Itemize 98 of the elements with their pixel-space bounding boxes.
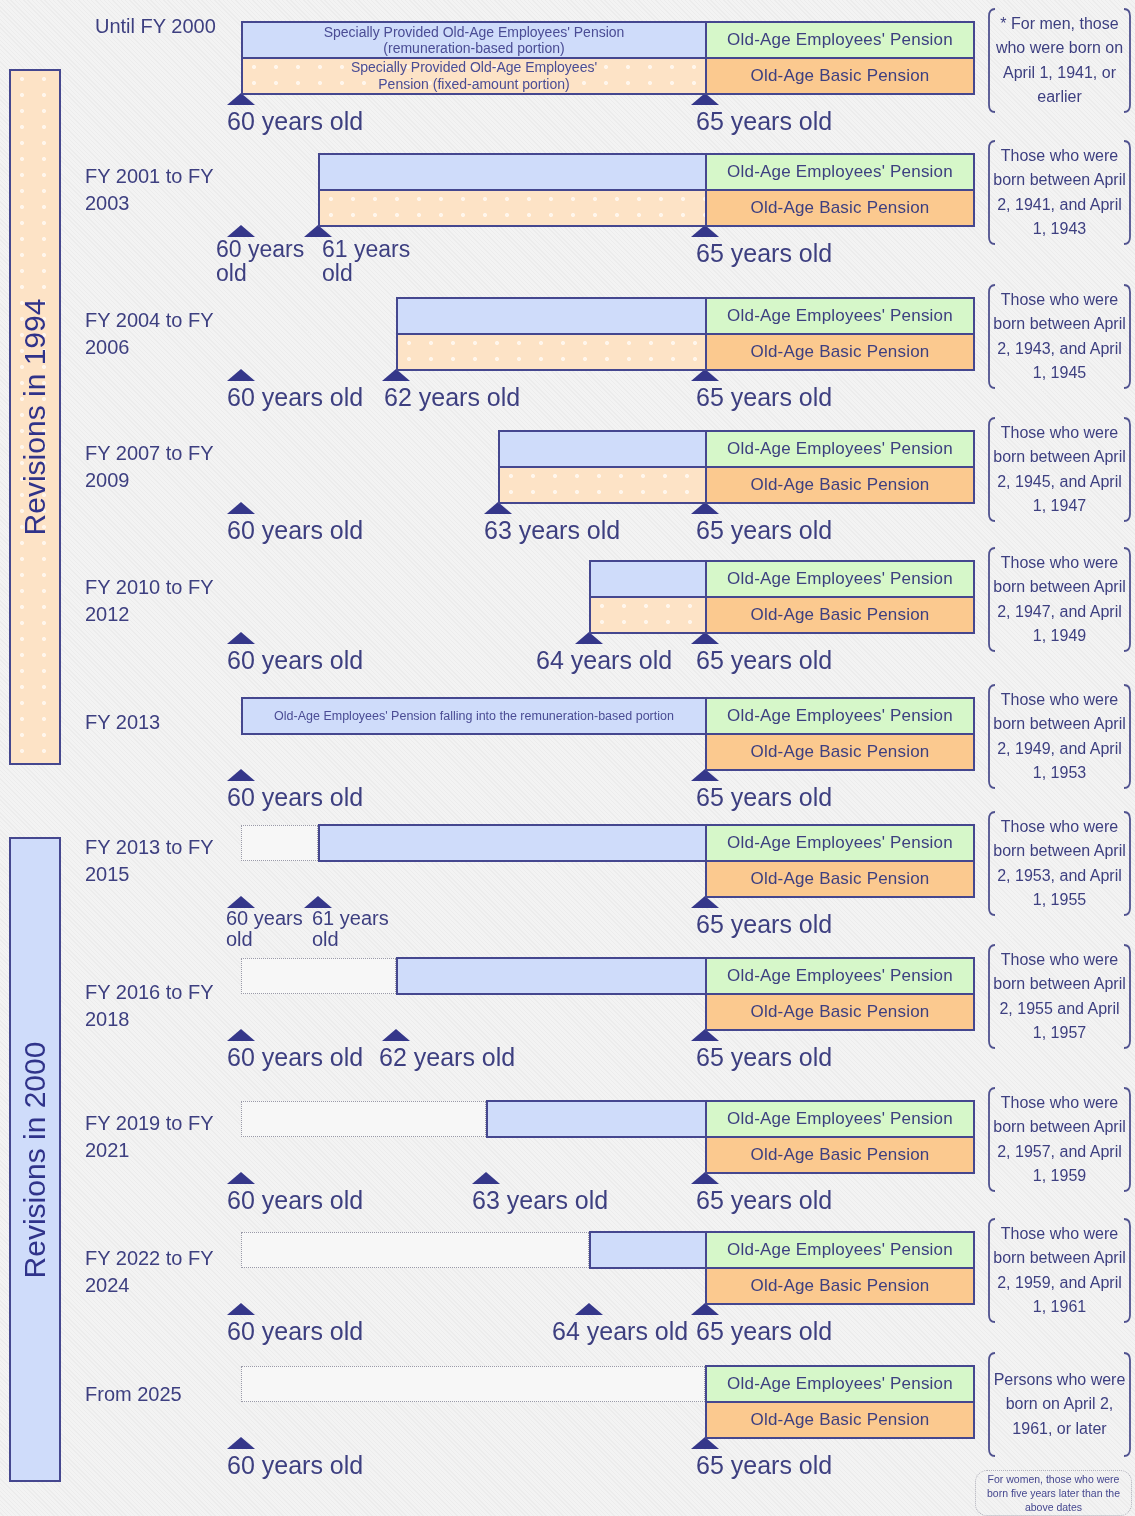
bracketed-note: Those who were born between April 2, 1949, and April 1, 1953 bbox=[987, 684, 1132, 789]
pension-bar bbox=[589, 560, 707, 598]
pension-box: Old-Age Employees' Pension bbox=[705, 1100, 975, 1138]
age-label: 65 years old bbox=[696, 1044, 833, 1071]
age-label: 64 years old bbox=[552, 1318, 689, 1345]
pension-box: Old-Age Employees' Pension bbox=[705, 430, 975, 468]
pension-bar bbox=[396, 333, 707, 371]
band-title: Revisions in 1994 bbox=[18, 298, 52, 536]
age-label: 65 years old bbox=[696, 911, 833, 938]
pension-box: Old-Age Basic Pension bbox=[705, 57, 975, 95]
pension-bar bbox=[498, 430, 707, 468]
pension-bar: Specially Provided Old-Age Employees' Pension (fixed-amount portion) bbox=[241, 57, 707, 95]
pension-bar bbox=[396, 957, 707, 995]
pension-box: Old-Age Basic Pension bbox=[705, 333, 975, 371]
bracketed-note: Persons who were born on April 2, 1961, or later bbox=[987, 1352, 1132, 1457]
age-label: 65 years old bbox=[696, 108, 833, 135]
row-label: FY 2004 to FY 2006 bbox=[85, 308, 215, 360]
age-label: 60 years old bbox=[227, 1187, 364, 1214]
row-label: FY 2022 to FY 2024 bbox=[85, 1246, 215, 1298]
age-label: 60 years old bbox=[227, 1318, 364, 1345]
row-label: FY 2016 to FY 2018 bbox=[85, 980, 215, 1032]
row-label: FY 2013 bbox=[85, 710, 162, 735]
pension-bar bbox=[318, 189, 707, 227]
age-label: 60 years old bbox=[226, 908, 304, 950]
age-label: 65 years old bbox=[696, 647, 833, 674]
bracketed-note: Those who were born between April 2, 1941, and April 1, 1943 bbox=[987, 140, 1132, 245]
age-label: 65 years old bbox=[696, 1318, 833, 1345]
pension-box: Old-Age Basic Pension bbox=[705, 860, 975, 898]
placeholder-bar bbox=[241, 1101, 486, 1137]
bracketed-note: Those who were born between April 2, 1955 and April 1, 1957 bbox=[987, 944, 1132, 1049]
pension-bar bbox=[498, 466, 707, 504]
row-label: FY 2001 to FY 2003 bbox=[85, 164, 215, 216]
age-label: 65 years old bbox=[696, 784, 833, 811]
pension-box: Old-Age Employees' Pension bbox=[705, 153, 975, 191]
row-label: FY 2010 to FY 2012 bbox=[85, 575, 215, 627]
bracketed-note: Those who were born between April 2, 1953, and April 1, 1955 bbox=[987, 811, 1132, 916]
pension-bar bbox=[396, 297, 707, 335]
pension-box: Old-Age Basic Pension bbox=[705, 1401, 975, 1439]
pension-box: Old-Age Basic Pension bbox=[705, 596, 975, 634]
pension-bar: Specially Provided Old-Age Employees' Pension (remuneration-based portion) bbox=[241, 21, 707, 59]
pension-box: Old-Age Basic Pension bbox=[705, 1267, 975, 1305]
period-band bbox=[9, 837, 61, 1482]
pension-box: Old-Age Employees' Pension bbox=[705, 697, 975, 735]
placeholder-bar bbox=[241, 1366, 705, 1402]
pension-box: Old-Age Employees' Pension bbox=[705, 297, 975, 335]
placeholder-bar bbox=[241, 1232, 589, 1268]
age-label: 60 years old bbox=[216, 237, 306, 285]
age-label: 65 years old bbox=[696, 1452, 833, 1479]
pension-box: Old-Age Employees' Pension bbox=[705, 957, 975, 995]
bracketed-note: Those who were born between April 2, 1945, and April 1, 1947 bbox=[987, 417, 1132, 522]
pension-bar bbox=[589, 1231, 707, 1269]
bracketed-note: * For men, those who were born on April 1, 1941, or earlier bbox=[987, 8, 1132, 113]
pension-bar bbox=[318, 824, 707, 862]
row-label: FY 2013 to FY 2015 bbox=[85, 835, 215, 887]
age-label: 65 years old bbox=[696, 1187, 833, 1214]
pension-box: Old-Age Employees' Pension bbox=[705, 560, 975, 598]
pension-box: Old-Age Basic Pension bbox=[705, 993, 975, 1031]
age-label: 65 years old bbox=[696, 517, 833, 544]
pension-bar bbox=[486, 1100, 707, 1138]
age-label: 60 years old bbox=[227, 1044, 364, 1071]
placeholder-bar bbox=[241, 958, 396, 994]
bracketed-note: Those who were born between April 2, 1947, and April 1, 1949 bbox=[987, 547, 1132, 652]
age-label: 62 years old bbox=[379, 1044, 516, 1071]
period-band bbox=[9, 69, 61, 765]
row-label: FY 2007 to FY 2009 bbox=[85, 441, 215, 493]
age-label: 65 years old bbox=[696, 384, 833, 411]
age-label: 60 years old bbox=[227, 784, 364, 811]
age-label: 60 years old bbox=[227, 384, 364, 411]
age-label: 63 years old bbox=[472, 1187, 609, 1214]
age-label: 60 years old bbox=[227, 108, 364, 135]
pension-box: Old-Age Employees' Pension bbox=[705, 1365, 975, 1403]
age-label: 60 years old bbox=[227, 1452, 364, 1479]
bracketed-note: Those who were born between April 2, 1959, and April 1, 1961 bbox=[987, 1218, 1132, 1323]
age-label: 61 years old bbox=[322, 237, 412, 285]
pension-bar: Old-Age Employees' Pension falling into the remuneration-based portion bbox=[241, 697, 707, 735]
age-label: 61 years old bbox=[312, 908, 390, 950]
band-title: Revisions in 2000 bbox=[18, 1041, 52, 1278]
pension-box: Old-Age Basic Pension bbox=[705, 189, 975, 227]
pension-box: Old-Age Employees' Pension bbox=[705, 824, 975, 862]
pension-box: Old-Age Employees' Pension bbox=[705, 1231, 975, 1269]
age-label: 60 years old bbox=[227, 517, 364, 544]
age-label: 65 years old bbox=[696, 240, 833, 267]
row-label: Until FY 2000 bbox=[95, 14, 217, 39]
row-label: From 2025 bbox=[85, 1382, 183, 1407]
bracketed-note: Those who were born between April 2, 1957, and April 1, 1959 bbox=[987, 1087, 1132, 1192]
pension-box: Old-Age Basic Pension bbox=[705, 466, 975, 504]
age-label: 63 years old bbox=[484, 517, 621, 544]
placeholder-bar bbox=[241, 825, 318, 861]
age-label: 60 years old bbox=[227, 647, 364, 674]
bracketed-note: Those who were born between April 2, 1943, and April 1, 1945 bbox=[987, 284, 1132, 389]
row-label: FY 2019 to FY 2021 bbox=[85, 1111, 215, 1163]
pension-box: Old-Age Employees' Pension bbox=[705, 21, 975, 59]
age-label: 64 years old bbox=[536, 647, 673, 674]
age-label: 62 years old bbox=[384, 384, 521, 411]
pension-bar bbox=[589, 596, 707, 634]
pension-box: Old-Age Basic Pension bbox=[705, 1136, 975, 1174]
pension-bar bbox=[318, 153, 707, 191]
pension-box: Old-Age Basic Pension bbox=[705, 733, 975, 771]
